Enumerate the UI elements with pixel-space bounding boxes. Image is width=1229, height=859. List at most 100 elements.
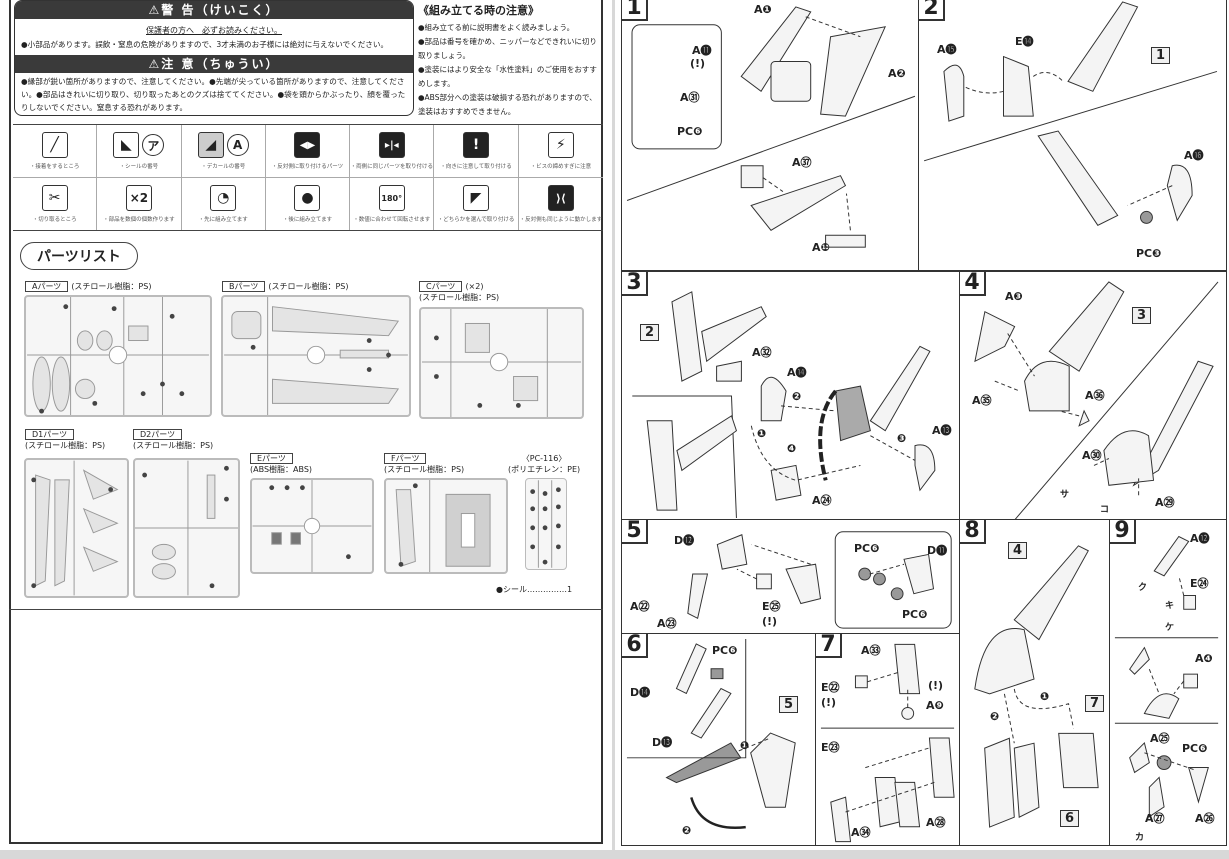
runner-c-label: Cパーツ(×2)(スチロール樹脂：PS) — [419, 281, 500, 302]
cut-icon: ✂ — [41, 185, 68, 212]
legend-cell: ◤・どちらかを選んで取り付ける — [434, 177, 519, 230]
legend-cell: ◢A・デカールの番号 — [181, 125, 266, 178]
runner-a-diagram — [27, 297, 209, 415]
assemble-first-icon: ◔ — [210, 185, 237, 212]
step-1-panel: 1 A❶ A❷ A⓫ (!) A㉛ PC❻ A㊲ A❿ — [621, 0, 920, 271]
step-8-panel: 8 4 ❶ 7 ❷ 6 — [959, 519, 1111, 846]
step-number: 5 — [622, 520, 648, 544]
runner-pc-label: 〈PC-116〉(ポリエチレン：PE) — [508, 454, 581, 474]
step-8-diagram — [974, 545, 1099, 828]
runner-pc-image — [525, 478, 567, 570]
assembly-notes-title: 《組み立てる時の注意》 — [418, 4, 539, 17]
step-3-diagram — [632, 291, 936, 519]
assembly-notes: 《組み立てる時の注意》 ●組み立てる前に説明書をよく読みましょう。 ●部品は番号… — [418, 2, 604, 119]
sticker-ref: カ — [1135, 833, 1145, 843]
step-7-panel: 7 A㉝ E㉒ (!) (!) A❾ E㉓ A㉞ A㉘ — [815, 633, 961, 846]
brush-icon: ╱ — [41, 132, 68, 159]
step-ref: 1 — [1151, 47, 1171, 64]
step-1-diagram — [626, 6, 916, 248]
step-ref: 2 — [640, 324, 660, 341]
runner-f-diagram — [395, 480, 491, 572]
caution-title: ⚠注 意（ちゅうい） — [15, 55, 413, 73]
runner-c-diagram — [421, 309, 582, 417]
divider — [9, 609, 603, 610]
step-6-panel: 6 D⓮ PC❻ D⓭ 5 ❶ ❷ — [621, 633, 817, 846]
runner-b-diagram — [224, 297, 408, 415]
make-multiple-icon: ×2 — [125, 185, 152, 212]
step-2-panel: 2 A⓯ E⓮ 1 A⓰ PC❸ — [918, 0, 1227, 271]
runner-e-image — [250, 478, 374, 574]
step-9-diagram — [1114, 535, 1219, 818]
left-page-frame — [9, 0, 603, 844]
runner-e-diagram — [252, 480, 372, 572]
icon-legend: ╱・接着をするところ ◣ア・シールの番号 ◢A・デカールの番号 ◀▶・反対側に取… — [13, 124, 603, 231]
assembly-note: ●ABS部分への塗装は破損する恐れがありますので、塗装はおすすめできません。 — [418, 93, 597, 116]
legend-cell: ×2・部品を数個の個数作ります — [97, 177, 182, 230]
warning-text: ●小部品があります。誤飲・窒息の危険がありますので、3才未満のお子様には絶対に与… — [21, 40, 389, 49]
parts-list-title: パーツリスト — [20, 242, 138, 270]
sticker-number-icon: ◣ — [113, 132, 140, 159]
step-3-panel: 3 2 A㉜ A⓮ A⓭ A㉔ ❶ ❷ ❸ ❹ — [621, 271, 961, 521]
sticker-ref: コ — [1100, 505, 1110, 515]
assembly-note: ●組み立てる前に説明書をよく読みましょう。 — [418, 23, 575, 32]
decal-number-icon: ◢ — [197, 132, 224, 159]
step-number: 9 — [1110, 520, 1136, 544]
sticker-letter-icon: ア — [142, 134, 165, 157]
step-number: 6 — [622, 634, 648, 658]
warning-box: ⚠警 告（けいこく） 保護者の方へ 必ずお読みください。 ●小部品があります。誤… — [14, 0, 414, 116]
orientation-warning-icon: (!) — [821, 696, 837, 709]
assembly-note: ●部品は番号を確かめ、ニッパーなどできれいに切り取りましょう。 — [418, 37, 597, 60]
orientation-warning-icon: ! — [463, 132, 490, 159]
step-4-panel: 4 A❸ 3 A㉟ A㊱ A㉚ A㉙ サ コ — [959, 271, 1227, 521]
assembly-note: ●塗装にはより安全な「水性塗料」のご使用をおすすめします。 — [418, 65, 597, 88]
both-sides-icon: ▸|◂ — [378, 132, 405, 159]
step-number: 4 — [960, 272, 986, 296]
step-ref: 7 — [1085, 695, 1105, 712]
right-page: 1 A❶ A❷ A⓫ (!) A㉛ PC❻ A㊲ A❿ 2 A⓯ E⓮ 1 A⓰… — [615, 0, 1229, 850]
runner-a-image — [24, 295, 212, 417]
runner-b-label: Bパーツ(スチロール樹脂：PS) — [222, 281, 348, 292]
legend-cell: ⚡・ビスの締めすぎに注意 — [518, 125, 603, 178]
step-number: 2 — [919, 0, 945, 21]
caution-text: ●縁部が鋭い箇所がありますので、注意してください。●先端が尖っている箇所がありま… — [21, 77, 406, 112]
step-ref: 3 — [1132, 307, 1152, 324]
decal-letter-icon: A — [226, 134, 249, 157]
step-number: 3 — [622, 272, 648, 296]
orientation-warning-icon: (!) — [928, 679, 944, 692]
step-4-diagram — [974, 281, 1219, 520]
runner-d2-diagram — [135, 460, 238, 596]
sticker-ref: ケ — [1165, 623, 1175, 633]
legend-cell: ◣ア・シールの番号 — [97, 125, 182, 178]
step-ref: 5 — [779, 696, 799, 713]
runner-c-image — [419, 307, 584, 419]
left-page: ⚠警 告（けいこく） 保護者の方へ 必ずお読みください。 ●小部品があります。誤… — [0, 0, 612, 850]
choose-one-icon: ◤ — [463, 185, 490, 212]
rotate-180-icon: 180° — [378, 185, 405, 212]
warning-subtitle: 保護者の方へ 必ずお読みください。 — [146, 26, 282, 35]
step-number: 8 — [960, 520, 986, 544]
step-6-diagram — [626, 639, 796, 829]
runner-e-label: Eパーツ(ABS樹脂：ABS) — [250, 453, 313, 474]
step-2-diagram — [923, 1, 1218, 226]
opposite-side-icon: ◀▶ — [294, 132, 321, 159]
sticker-ref: キ — [1165, 601, 1175, 611]
runner-d1-diagram — [31, 460, 119, 596]
warning-title: ⚠警 告（けいこく） — [15, 1, 413, 19]
seal-count: ●シール……………1 — [496, 585, 573, 594]
legend-cell: ◔・先に組み立てます — [182, 177, 266, 230]
assemble-later-icon: ● — [294, 185, 321, 212]
legend-cell: ⟩⟨・反対側も同じように動かします — [519, 178, 603, 231]
runner-pc-diagram — [530, 480, 561, 568]
legend-cell: !・向きに注意して取り付ける — [434, 125, 519, 178]
screw-caution-icon: ⚡ — [547, 132, 574, 159]
legend-cell: ╱・接着をするところ — [13, 125, 98, 178]
step-5-panel: 5 D⓬ A㉒ A㉓ E㉕ (!) PC❻ D⓫ PC❻ — [621, 519, 961, 635]
step-ref: 4 — [1008, 542, 1028, 559]
runner-b-image — [221, 295, 411, 417]
orientation-warning-icon: (!) — [762, 615, 778, 628]
legend-cell: ●・後に組み立てます — [266, 177, 351, 230]
legend-cell: ✂・切り取るところ — [13, 177, 98, 230]
runner-d1-label: D1パーツ(スチロール樹脂：PS) — [25, 429, 106, 450]
runner-f-image — [384, 478, 508, 574]
move-same-icon: ⟩⟨ — [547, 185, 574, 212]
